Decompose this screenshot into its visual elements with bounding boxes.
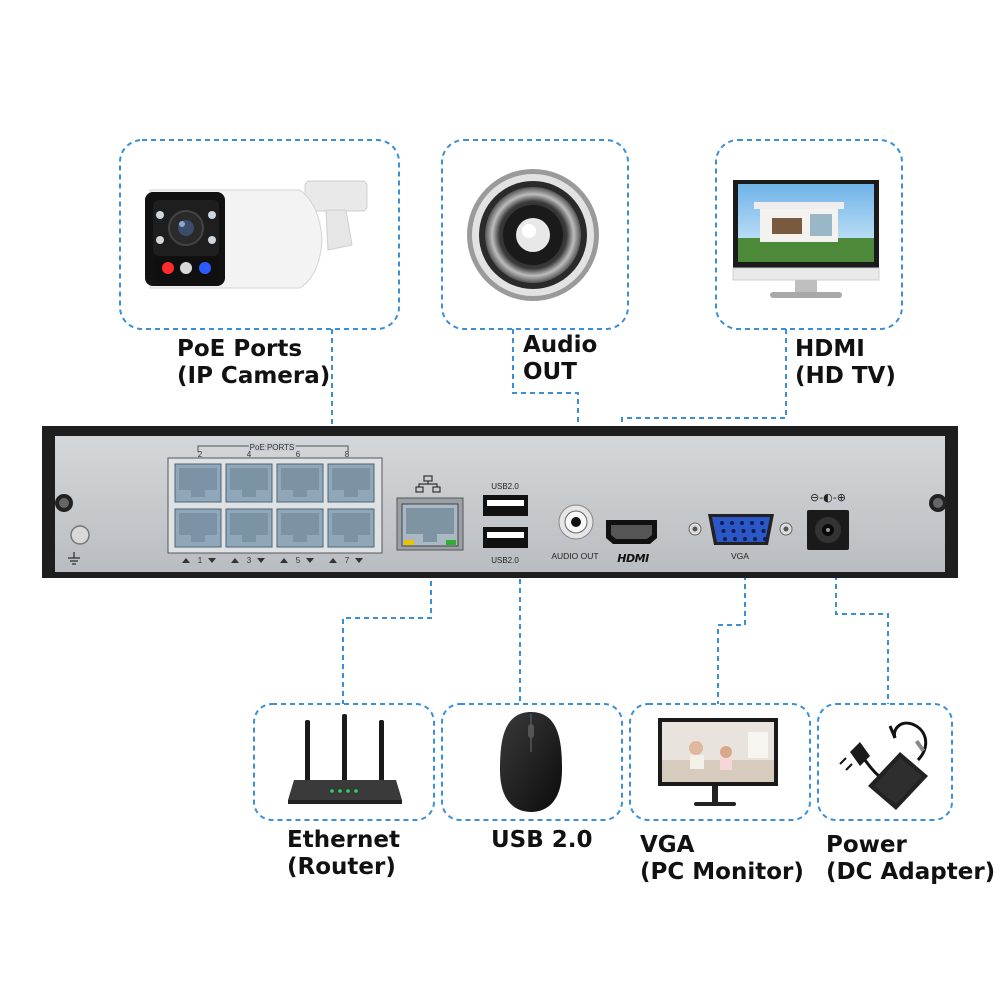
poe-led-marker — [182, 558, 190, 563]
ground-symbol-icon — [68, 552, 80, 565]
vga-connector — [717, 548, 746, 704]
usb-bottom-label: USB2.0 — [491, 556, 519, 565]
dc-adapter-icon — [839, 721, 928, 810]
hdmi-port[interactable]: HDMI — [606, 520, 657, 565]
tv-label: HDMI (HD TV) — [795, 336, 896, 390]
ground-screw-icon — [70, 525, 90, 545]
hdmi-label: HDMI — [617, 552, 649, 565]
ethernet-connector — [342, 545, 432, 704]
poe-port-number: 6 — [296, 450, 301, 459]
poe-led-marker — [257, 558, 265, 563]
poe-port-number: 4 — [247, 450, 252, 459]
vga-pin — [733, 537, 737, 541]
router-label-line1: Ethernet — [287, 827, 400, 853]
speaker-label-line2: OUT — [523, 359, 577, 385]
camera-label-line2: (IP Camera) — [177, 363, 331, 389]
tv-label-line1: HDMI — [795, 336, 865, 362]
camera-label: PoE Ports (IP Camera) — [177, 336, 330, 390]
nvr-unit: PoE PORTS 2 4 6 8 1 3 5 7 USB2.0 — [42, 426, 958, 578]
lan-port[interactable] — [396, 475, 464, 551]
monitor-label: VGA (PC Monitor) — [640, 832, 804, 886]
audio-out-label: AUDIO OUT — [551, 551, 598, 561]
router-icon — [288, 714, 402, 804]
poe-port[interactable] — [225, 463, 273, 503]
poe-led-marker — [329, 558, 337, 563]
vga-pin — [763, 537, 767, 541]
speaker-label: Audio OUT — [523, 332, 597, 386]
adapter-box — [817, 703, 953, 821]
poe-led-marker — [208, 558, 216, 563]
vga-pin — [720, 521, 724, 525]
mouse-label: USB 2.0 — [491, 827, 593, 854]
vga-pin — [751, 529, 756, 533]
poe-led-marker — [280, 558, 288, 563]
monitor-label-line1: VGA — [640, 832, 695, 858]
usb-ports[interactable]: USB2.0 USB2.0 — [483, 482, 528, 565]
speaker-label-line1: Audio — [523, 332, 598, 358]
adapter-label-line2: (DC Adapter) — [826, 859, 996, 885]
vga-pin — [740, 521, 744, 525]
camera-box — [119, 139, 400, 330]
router-label-line2: (Router) — [287, 854, 396, 880]
poe-port[interactable] — [276, 508, 324, 548]
power-connector — [835, 548, 889, 704]
vga-pin — [750, 521, 754, 525]
ip-camera-icon — [145, 180, 368, 289]
poe-led-marker — [306, 558, 314, 563]
vga-pin — [761, 529, 766, 533]
poe-port[interactable] — [174, 508, 222, 548]
hd-tv-icon — [732, 180, 880, 298]
speaker-icon — [467, 169, 599, 301]
adapter-label-line1: Power — [826, 832, 907, 858]
vga-pin — [730, 521, 734, 525]
vga-pin — [731, 529, 736, 533]
vga-pin — [721, 529, 726, 533]
poe-port[interactable] — [276, 463, 324, 503]
poe-port-number: 5 — [296, 556, 301, 565]
poe-led-marker — [355, 558, 363, 563]
poe-port-number: 1 — [198, 556, 203, 565]
vga-pin — [743, 537, 747, 541]
mouse-box — [441, 703, 623, 821]
poe-port[interactable] — [174, 463, 222, 503]
mouse-icon — [500, 712, 562, 812]
poe-port-number: 7 — [345, 556, 350, 565]
network-symbol-icon — [415, 475, 441, 493]
speaker-box — [441, 139, 629, 330]
camera-label-line1: PoE Ports — [177, 336, 303, 362]
vga-pin — [741, 529, 746, 533]
tv-box — [715, 139, 903, 330]
audio-out-port[interactable]: AUDIO OUT — [551, 504, 599, 561]
usb-top-label: USB2.0 — [491, 482, 519, 491]
poe-port[interactable] — [327, 508, 375, 548]
vga-pin — [723, 537, 727, 541]
router-label: Ethernet (Router) — [287, 827, 400, 881]
poe-ports[interactable]: PoE PORTS 2 4 6 8 1 3 5 7 — [167, 442, 383, 565]
tv-label-line2: (HD TV) — [795, 363, 896, 389]
vga-port[interactable]: VGA — [688, 514, 793, 561]
vga-pin — [760, 521, 764, 525]
monitor-box — [629, 703, 811, 821]
poe-led-marker — [231, 558, 239, 563]
vga-pin — [753, 537, 757, 541]
poe-port-number: 3 — [247, 556, 252, 565]
poe-header-label: PoE PORTS — [250, 443, 295, 452]
vga-label: VGA — [731, 551, 749, 561]
dc-polarity-symbol: ⊖-◐-⊕ — [810, 491, 846, 504]
pc-monitor-icon — [658, 718, 778, 806]
poe-port[interactable] — [327, 463, 375, 503]
monitor-label-line2: (PC Monitor) — [640, 859, 804, 885]
poe-port-number: 2 — [198, 450, 203, 459]
poe-port[interactable] — [225, 508, 273, 548]
poe-port-number: 8 — [345, 450, 350, 459]
adapter-label: Power (DC Adapter) — [826, 832, 995, 886]
dc-power-port[interactable]: ⊖-◐-⊕ — [807, 491, 849, 550]
mouse-label-line1: USB 2.0 — [491, 827, 593, 853]
